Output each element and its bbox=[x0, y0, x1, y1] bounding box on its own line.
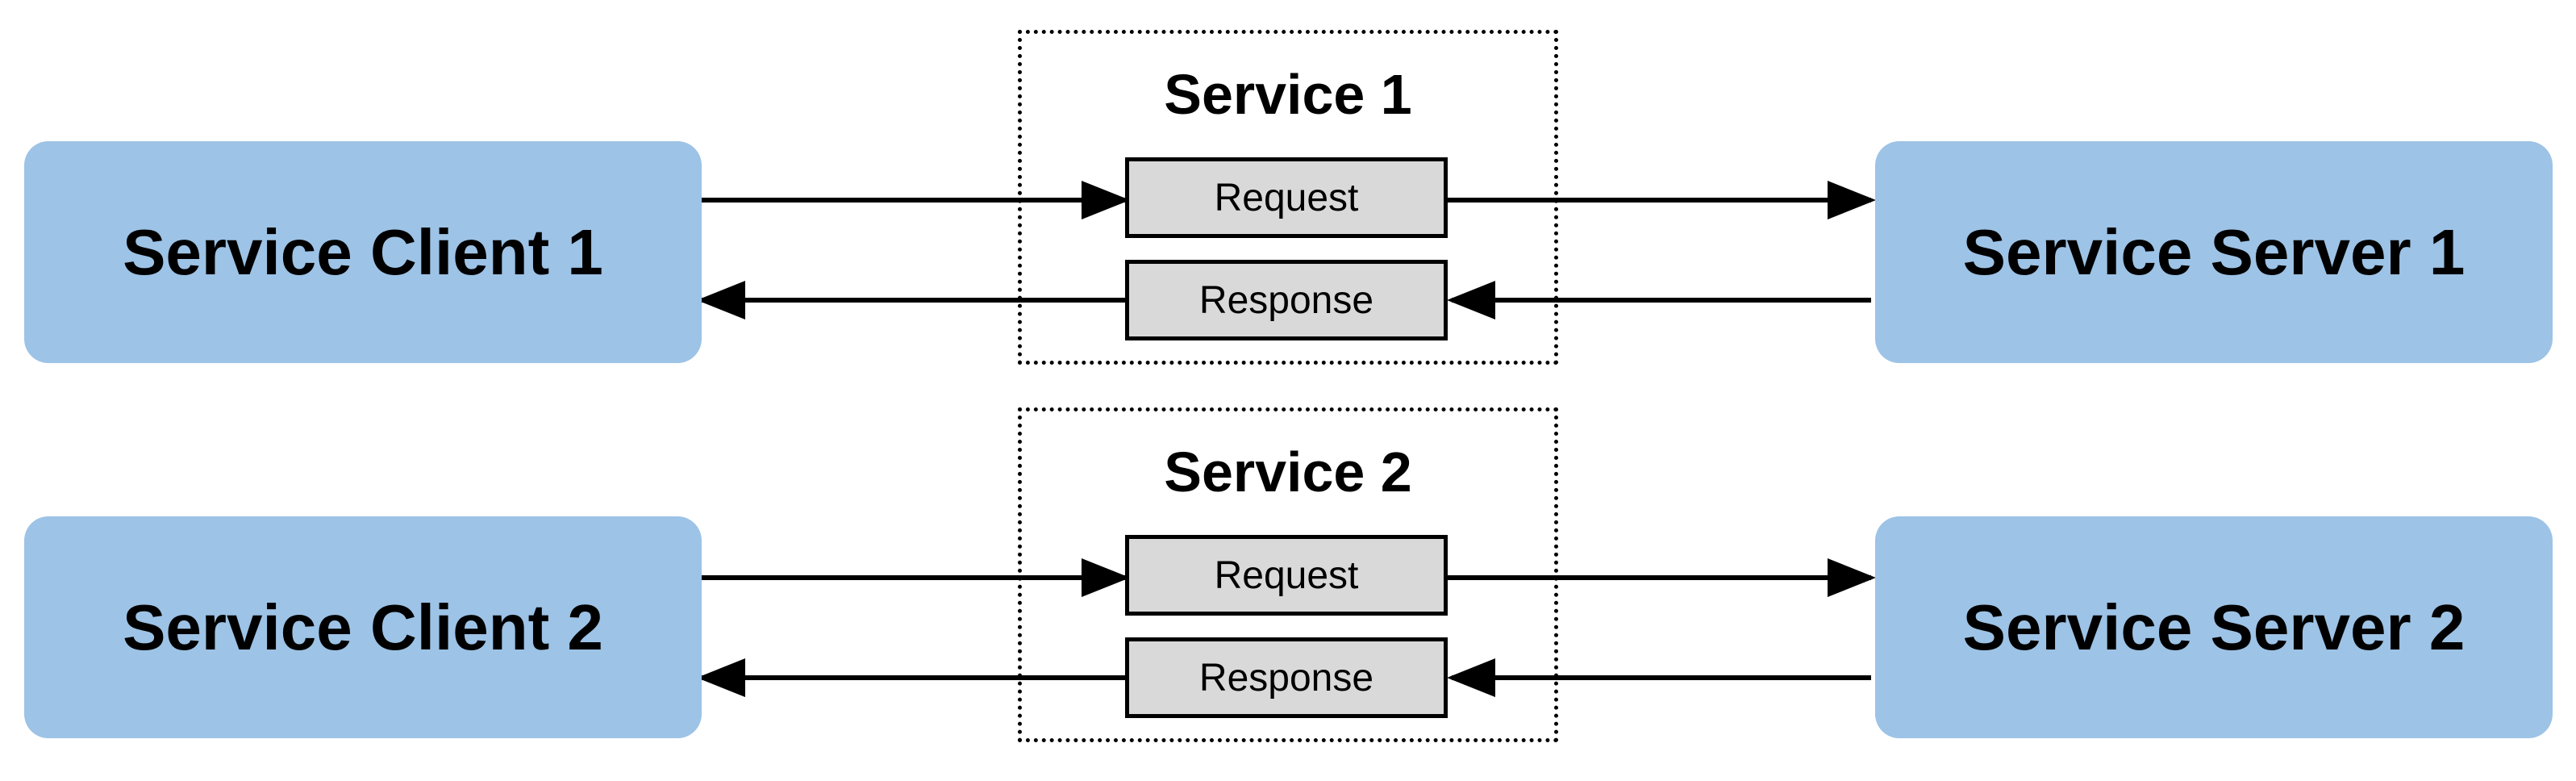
service-1-request-box: Request bbox=[1125, 157, 1448, 238]
service-2-request-label: Request bbox=[1214, 553, 1359, 597]
service-2-title: Service 2 bbox=[1164, 441, 1412, 503]
service-server-2-label: Service Server 2 bbox=[1962, 591, 2466, 663]
service-client-2-label: Service Client 2 bbox=[123, 591, 603, 663]
service-2-frame: Service 2 bbox=[1018, 407, 1558, 742]
service-1-title: Service 1 bbox=[1164, 63, 1412, 126]
service-1-response-label: Response bbox=[1198, 278, 1374, 322]
service-1-request-label: Request bbox=[1214, 176, 1359, 219]
service-server-2-box: Service Server 2 bbox=[1875, 516, 2553, 738]
service-1-frame: Service 1 bbox=[1018, 30, 1558, 365]
service-1-response-box: Response bbox=[1125, 260, 1448, 340]
service-server-1-box: Service Server 1 bbox=[1875, 141, 2553, 363]
service-client-2-box: Service Client 2 bbox=[24, 516, 702, 738]
service-2-request-box: Request bbox=[1125, 535, 1448, 616]
service-client-1-label: Service Client 1 bbox=[123, 215, 603, 288]
service-2-response-box: Response bbox=[1125, 637, 1448, 718]
service-server-1-label: Service Server 1 bbox=[1962, 215, 2466, 288]
service-client-1-box: Service Client 1 bbox=[24, 141, 702, 363]
service-2-response-label: Response bbox=[1198, 656, 1374, 700]
